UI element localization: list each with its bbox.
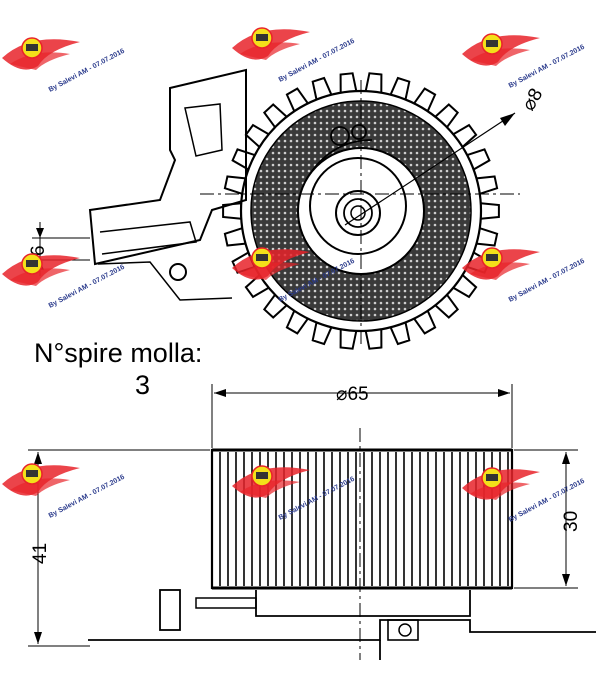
eccentric-hub xyxy=(309,157,407,255)
watermark: By Salevi AM - 07.07.2016 xyxy=(2,37,126,94)
watermark: By Salevi AM - 07.07.2016 xyxy=(462,33,586,90)
bracket-slot-label: 6 xyxy=(28,245,49,256)
base-block-left xyxy=(159,589,181,631)
watermark: By Salevi AM - 07.07.2016 xyxy=(462,247,586,304)
pulley-width-label: 30 xyxy=(561,511,582,532)
center-bolt xyxy=(335,190,381,236)
bracket-hole xyxy=(169,263,187,281)
top-view xyxy=(32,68,520,350)
watermark: By Salevi AM - 07.07.2016 xyxy=(232,465,356,522)
outer-diameter-label: ⌀65 xyxy=(336,384,369,405)
pin-diameter-label: ⌀8 xyxy=(518,85,547,115)
base-plate xyxy=(255,590,471,617)
watermark: By Salevi AM - 07.07.2016 xyxy=(2,463,126,520)
total-height-label: 41 xyxy=(30,543,51,564)
mounting-bracket xyxy=(88,68,247,266)
watermark: By Salevi AM - 07.07.2016 xyxy=(232,27,356,84)
watermark: By Salevi AM - 07.07.2016 xyxy=(2,253,126,310)
spring-turns-label: N°spire molla: xyxy=(34,338,203,368)
spring-turns-value: 3 xyxy=(135,370,151,400)
